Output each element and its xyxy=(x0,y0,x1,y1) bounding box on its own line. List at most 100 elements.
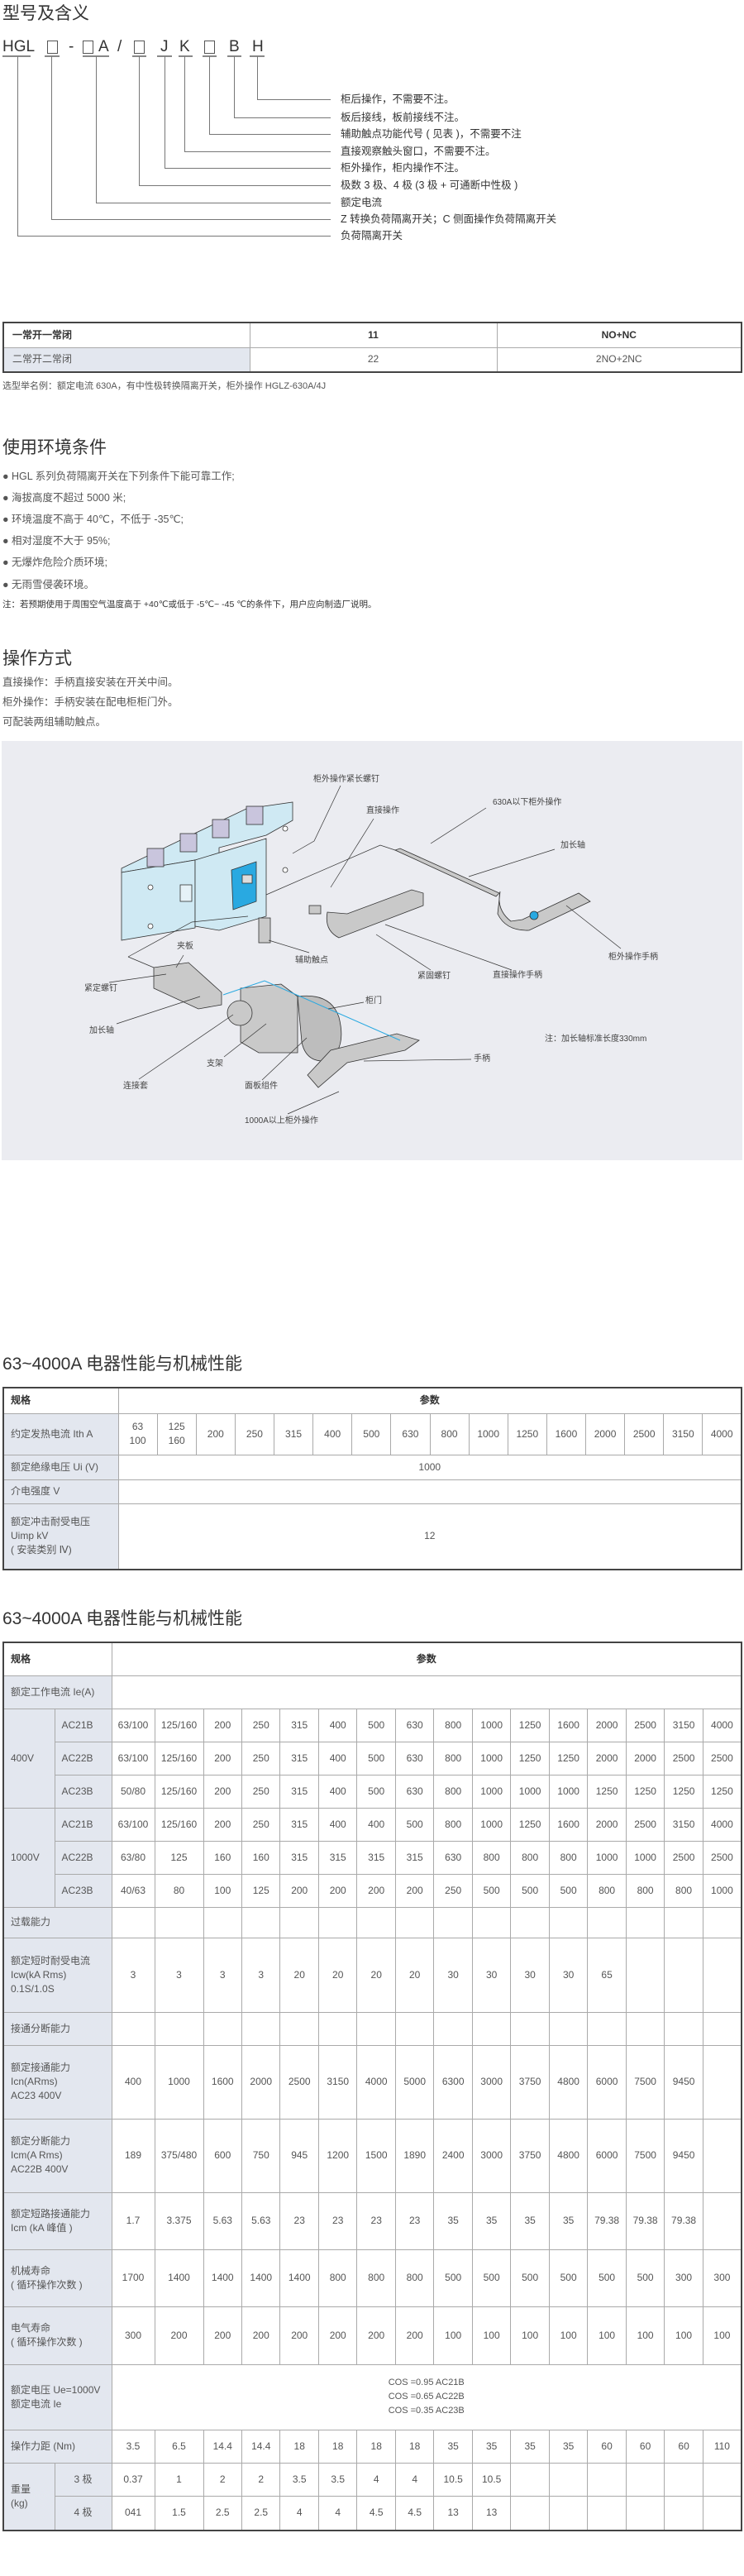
weight-label: 重量 (kg) xyxy=(2,2462,55,2531)
current-value: 1250 xyxy=(587,1774,627,1809)
row-value: 30 xyxy=(433,1937,473,2013)
current-value: 800 xyxy=(625,1873,665,1908)
row-value: 9450 xyxy=(664,2118,703,2193)
handle-part xyxy=(307,1033,420,1088)
meaning-switch: 负荷隔离开关 xyxy=(341,230,403,241)
weight-value: 2.5 xyxy=(203,2495,243,2531)
current-value: 500 xyxy=(356,1774,396,1809)
current-value: 250 xyxy=(241,1807,281,1842)
exploded-diagram xyxy=(2,741,742,1160)
weight-value: 2.5 xyxy=(241,2495,281,2531)
current-value: 4000 xyxy=(702,1807,742,1842)
torque-value: 35 xyxy=(471,2429,512,2464)
label-aux-contact: 辅助触点 xyxy=(295,956,328,965)
label-bracket: 支架 xyxy=(207,1059,223,1068)
weight-value: 10.5 xyxy=(433,2462,473,2497)
current-value: 250 xyxy=(241,1708,281,1742)
row-value: 23 xyxy=(317,2191,358,2250)
current-value: 250 xyxy=(241,1774,281,1809)
code-h: H xyxy=(252,38,264,55)
torque-value: 60 xyxy=(625,2429,665,2464)
code-dash: - xyxy=(69,38,74,55)
torque-value: 35 xyxy=(510,2429,550,2464)
current-value: 2500 xyxy=(625,1807,665,1842)
row-value: 1000 xyxy=(154,2044,204,2120)
row-value: 375/480 xyxy=(154,2118,204,2193)
current-value: 1250 xyxy=(548,1741,589,1775)
row-value xyxy=(510,1906,550,1938)
row-value xyxy=(317,1906,358,1938)
current-value: 800 xyxy=(433,1741,473,1775)
meaning-window: 直接观察触头窗口，不需要不注。 xyxy=(341,146,496,157)
label-panel: 面板组件 xyxy=(245,1082,278,1091)
current-value: 2500 xyxy=(625,1708,665,1742)
row-value: 3 xyxy=(154,1937,204,2013)
row-value: 1600 xyxy=(203,2044,243,2120)
coupling-part xyxy=(227,1000,253,1026)
current-value: 500 xyxy=(548,1873,589,1908)
row-value xyxy=(154,1906,204,1938)
category-label: AC22B xyxy=(54,1741,112,1775)
torque-value: 14.4 xyxy=(241,2429,281,2464)
ith-value: 630 xyxy=(390,1412,431,1455)
current-value: 1250 xyxy=(510,1741,550,1775)
current-value: 800 xyxy=(471,1840,512,1875)
row-label: 接通分断能力 xyxy=(2,2011,112,2046)
current-value: 315 xyxy=(279,1774,319,1809)
current-value: 500 xyxy=(394,1807,435,1842)
ith-value: 2000 xyxy=(584,1412,626,1455)
row-value: 35 xyxy=(548,2191,589,2250)
row-value: 800 xyxy=(317,2249,358,2307)
torque-value: 3.5 xyxy=(111,2429,155,2464)
uimp-value: 12 xyxy=(117,1503,742,1570)
row-value xyxy=(356,2011,396,2046)
row-value xyxy=(279,1906,319,1938)
row-value: 20 xyxy=(279,1937,319,2013)
meaning-aux-contact: 辅助触点功能代号 ( 见表 )，不需要不注 xyxy=(341,128,522,140)
code-b: B xyxy=(229,38,240,55)
row-value xyxy=(433,1906,473,1938)
current-value: 1250 xyxy=(702,1774,742,1809)
ith-value: 125 160 xyxy=(156,1412,197,1455)
weight-value: 3.5 xyxy=(279,2462,319,2497)
row-value: 3 xyxy=(111,1937,155,2013)
ith-value: 315 xyxy=(273,1412,314,1455)
ui-value: 1000 xyxy=(117,1454,742,1480)
row-value: 5.63 xyxy=(241,2191,281,2250)
diagram-background xyxy=(2,741,742,1160)
torque-value: 60 xyxy=(664,2429,703,2464)
current-value: 1000 xyxy=(510,1774,550,1809)
row-value xyxy=(394,2011,435,2046)
ie-blank xyxy=(111,1675,742,1709)
row-value: 400 xyxy=(111,2044,155,2120)
row-value: 7500 xyxy=(625,2044,665,2120)
row-value: 1400 xyxy=(279,2249,319,2307)
category-label: AC23B xyxy=(54,1774,112,1809)
current-value: 200 xyxy=(394,1873,435,1908)
row-value xyxy=(664,1906,703,1938)
handle-indicator xyxy=(529,910,539,920)
env-item-text: 无爆炸危险介质环境; xyxy=(12,557,108,568)
current-value: 100 xyxy=(203,1873,243,1908)
row-value xyxy=(154,2011,204,2046)
table-row: 一常开一常闭 11 NO+NC xyxy=(2,322,742,348)
weight-value: 1.5 xyxy=(154,2495,204,2531)
row-value: 100 xyxy=(664,2306,703,2365)
row-value: 4800 xyxy=(548,2044,589,2120)
weight-value xyxy=(548,2462,589,2497)
row-value xyxy=(510,2011,550,2046)
row-value: 100 xyxy=(587,2306,627,2365)
row-value: 1.7 xyxy=(111,2191,155,2250)
current-value: 125 xyxy=(154,1840,204,1875)
current-value: 4000 xyxy=(702,1708,742,1742)
current-value: 3150 xyxy=(664,1708,703,1742)
row-value: 600 xyxy=(203,2118,243,2193)
voltage-label: 400V xyxy=(2,1708,55,1809)
current-value: 630 xyxy=(433,1840,473,1875)
current-value: 63/100 xyxy=(111,1807,155,1842)
row-value: 100 xyxy=(471,2306,512,2365)
